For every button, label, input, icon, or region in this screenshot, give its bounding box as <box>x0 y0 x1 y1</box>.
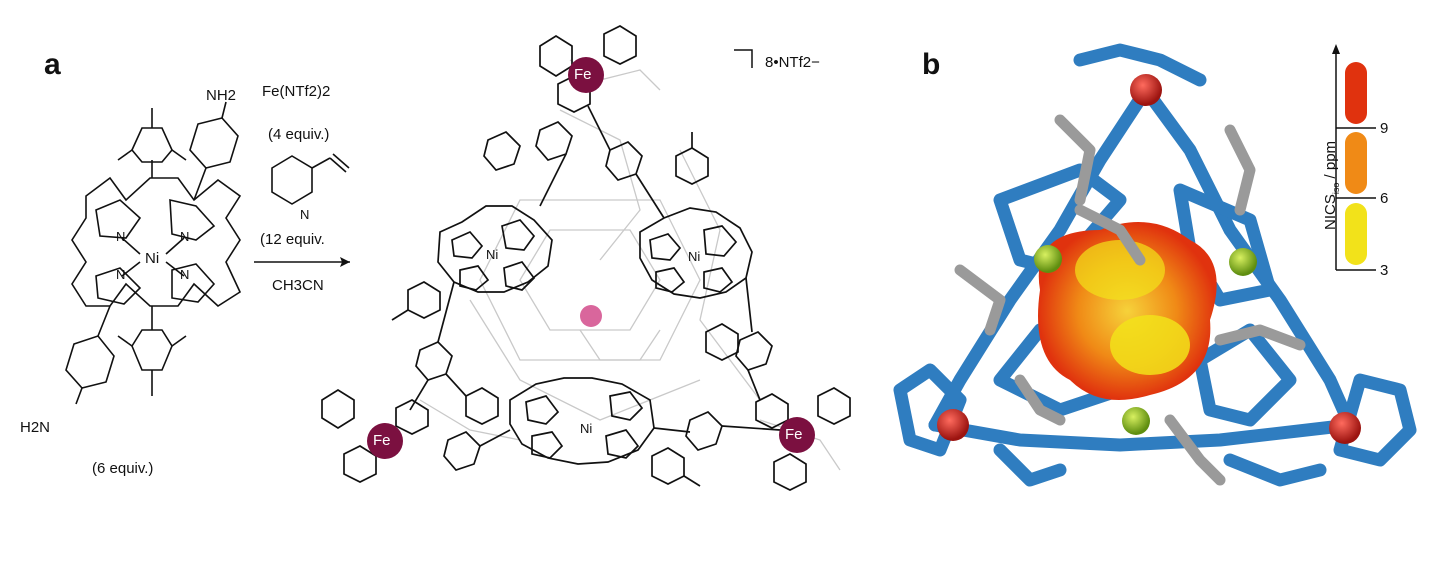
cage-center-marker <box>580 305 602 327</box>
reactant-nh2-label: NH2 <box>206 87 237 104</box>
panel-a-label: a <box>44 48 61 81</box>
iron-label-right: Fe <box>785 426 803 443</box>
reactant-n-label: N <box>180 267 190 282</box>
pyridine-n-label: N <box>300 207 310 222</box>
reactant-equiv: (6 equiv.) <box>92 460 154 477</box>
nics-low-region <box>1110 315 1190 375</box>
nics-tick-3: 3 <box>1380 262 1389 279</box>
iron-atom-right <box>779 417 815 453</box>
reactant-n-label: N <box>180 229 190 244</box>
product-counterion-charge: 8•NTf2− <box>765 54 820 71</box>
product-ni-label-right: Ni <box>688 249 701 264</box>
iron-atom-left <box>367 423 403 459</box>
reactant-n-label: N <box>116 267 126 282</box>
nics-tick-6: 6 <box>1380 190 1389 207</box>
iron-sphere-top <box>1130 74 1162 106</box>
nics-band-low <box>1345 203 1367 265</box>
nics-band-high <box>1345 62 1367 124</box>
nics-axis-unit: / ppm <box>1322 140 1339 183</box>
charge-bracket <box>734 49 753 68</box>
nics-axis-subscript: iso <box>1331 182 1341 195</box>
iron-label-top: Fe <box>574 66 592 83</box>
reactant-h2n-label: H2N <box>20 419 51 436</box>
nickel-sphere-right <box>1229 248 1257 276</box>
product-ni-label-bottom: Ni <box>580 421 593 436</box>
nickel-sphere-bottom <box>1122 407 1150 435</box>
panel-b-label: b <box>922 48 941 81</box>
reactant-ni-label: Ni <box>145 250 160 267</box>
nics-axis-title: NICS <box>1322 194 1339 230</box>
product-ni-label-left: Ni <box>486 247 499 262</box>
nickel-sphere-left <box>1034 245 1062 273</box>
reactant-n-label: N <box>116 229 126 244</box>
nics-axis-label: NICSiso / ppm <box>1322 140 1341 230</box>
nics-band-mid <box>1345 132 1367 194</box>
reagent-solvent: CH3CN <box>272 277 324 294</box>
iron-sphere-right <box>1329 412 1361 444</box>
iron-atom-top <box>568 57 604 93</box>
reagent-iron-salt: Fe(NTf2)2 <box>262 83 331 100</box>
mesityl-groups <box>954 114 1306 486</box>
reagent-aldehyde-equiv: (12 equiv. <box>260 231 325 248</box>
nics-tick-9: 9 <box>1380 120 1389 137</box>
iron-sphere-left <box>937 409 969 441</box>
iron-label-left: Fe <box>373 432 391 449</box>
reagent-iron-equiv: (4 equiv.) <box>268 126 330 143</box>
